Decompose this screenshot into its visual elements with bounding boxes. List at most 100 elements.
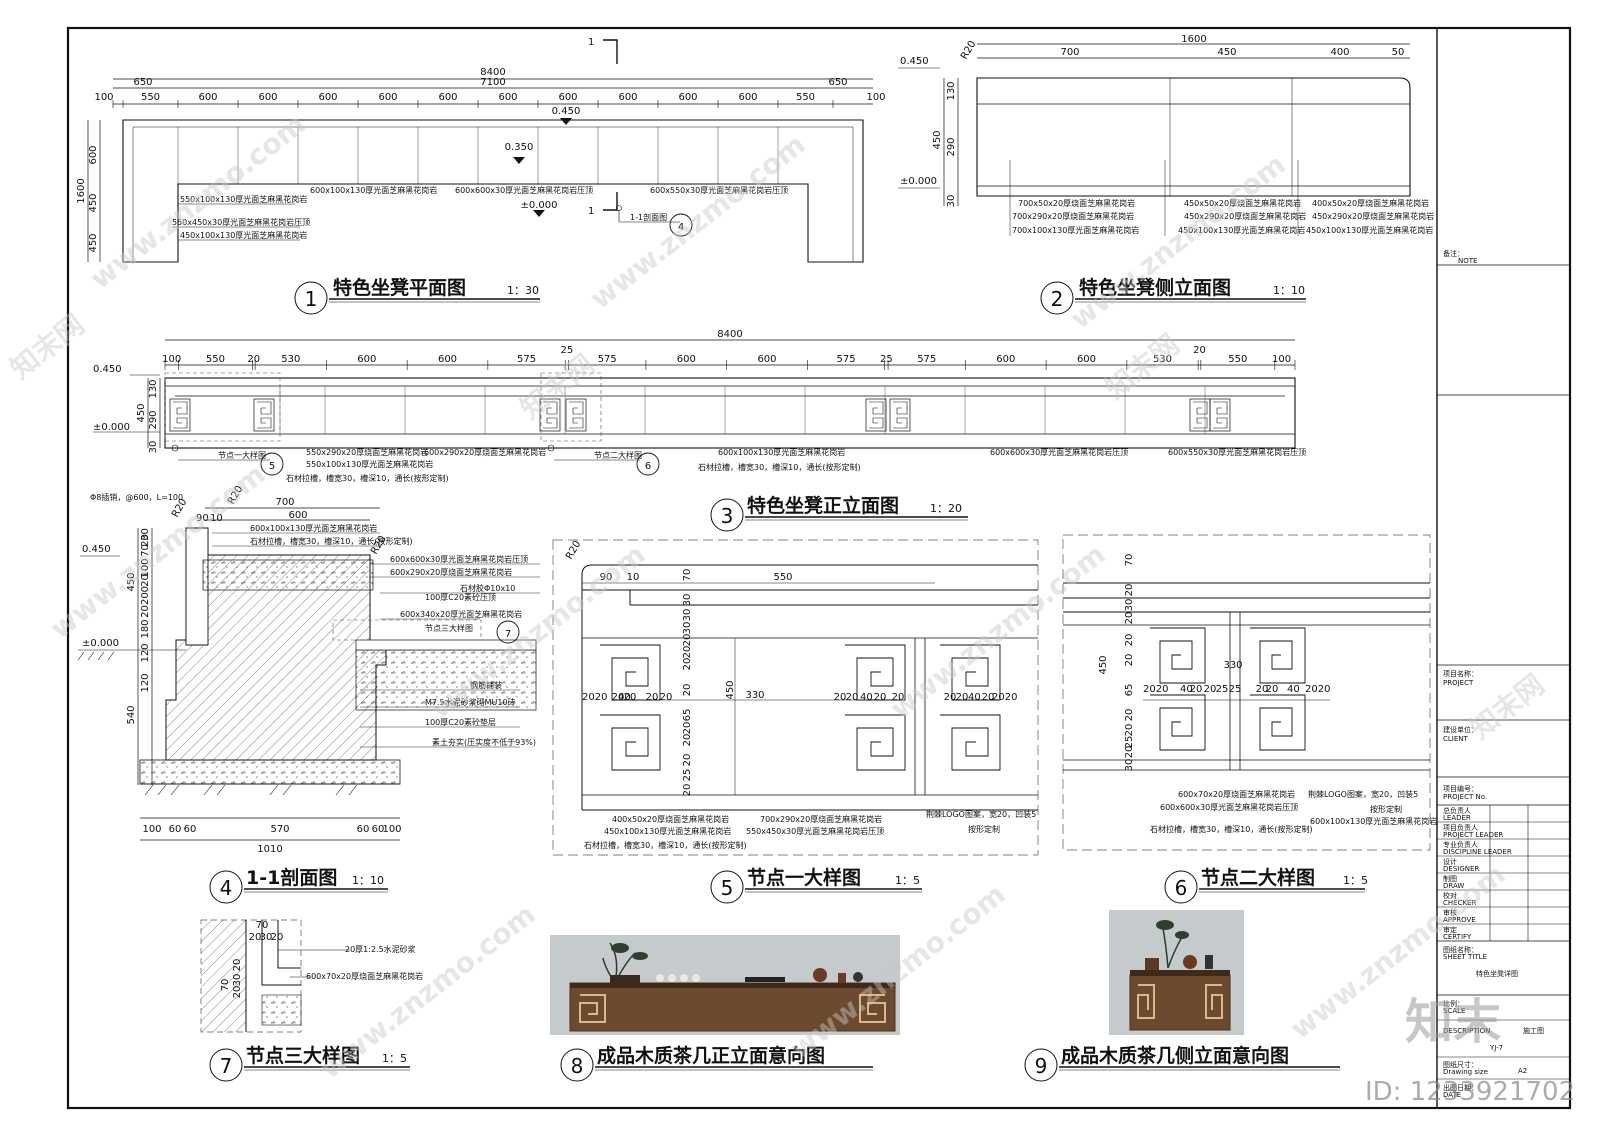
tb-sheettitle: 特色坐凳详图	[1476, 969, 1518, 978]
plan-seg-dim: 550	[796, 92, 815, 103]
d6-title: 节点二大样图	[1201, 866, 1315, 889]
tb-role-en: APPROVE	[1443, 916, 1476, 924]
section-bottom-dim: 100	[142, 824, 161, 835]
d2-num: 2	[1051, 287, 1064, 311]
node2-hdim: 20	[1190, 684, 1203, 695]
node3-label-1: 20厚1:2.5水泥砂浆	[345, 944, 416, 954]
watermark-site-4: 知末网	[1464, 668, 1551, 746]
section-label: 石材拉槽，槽宽30，槽深10，通长(按形定制)	[250, 536, 413, 546]
node2-dim-2020a: 2020	[1143, 684, 1168, 695]
plan-label-6: 600x550x30厚光面芝麻黑花岗岩压顶	[650, 185, 788, 195]
section-dim-90: 90	[196, 513, 209, 524]
front-label-3: 石材拉槽，槽宽30，槽深10，通长(按形定制)	[286, 473, 449, 483]
node1-vdim: 70	[682, 569, 693, 582]
front-level-ground: ±0.000	[93, 422, 130, 433]
node1-label-1: 400x50x20厚烧面芝麻黑花岗岩	[612, 814, 729, 824]
node2-dim-40a: 40	[1180, 684, 1193, 695]
node1-hdim: 20	[874, 692, 887, 703]
node2-label-1: 600x70x20厚烧面芝麻黑花岗岩	[1178, 789, 1295, 799]
plan-seg-dim: 550	[141, 92, 160, 103]
side-label: 450x290x20厚烧面芝麻黑花岗岩	[1184, 211, 1306, 221]
plan-seg-dim: 600	[198, 92, 217, 103]
section-mark-top: 1	[588, 37, 594, 48]
front-seg-dim: 100	[162, 354, 181, 365]
front-dim-left-total: 450	[136, 403, 147, 422]
node1-label-4: 700x290x20厚烧面芝麻黑花岗岩	[760, 814, 882, 824]
front-node1-label: 节点一大样图	[218, 450, 266, 460]
tb-scale-en: SCALE	[1443, 1007, 1465, 1015]
section-bottom-dim: 60	[357, 824, 370, 835]
tb-role-cn: 专业负责人	[1443, 840, 1478, 849]
node1-dim-90: 90	[600, 572, 613, 583]
side-dim-left-1: 130	[946, 81, 957, 100]
d4-title: 1-1剖面图	[246, 866, 337, 889]
node3-dim: 30	[260, 932, 273, 943]
plan-label-1: 550x100x130厚光面芝麻黑花岗岩	[180, 194, 307, 204]
node1-hdim: 20	[612, 692, 625, 703]
plan-dim-end-left: 650	[133, 77, 152, 88]
front-seg-dim: 600	[757, 354, 776, 365]
side-dim-2: 450	[1217, 47, 1236, 58]
front-seg-dim: 530	[281, 354, 300, 365]
section-bottom-total: 1010	[257, 844, 282, 855]
tb-size-en: Drawing size	[1443, 1068, 1488, 1076]
node1-vdim: 20	[682, 634, 693, 647]
front-seg-dim: 600	[677, 354, 696, 365]
front-seg-dim: 550	[206, 354, 225, 365]
node2-hdim: 20	[1204, 684, 1217, 695]
section-label: 600x100x130厚光面芝麻黑花岗岩	[250, 523, 377, 533]
front-seg-dim: 600	[1077, 354, 1096, 365]
side-label: 700x100x130厚光面芝麻黑花岗岩	[1012, 225, 1139, 235]
node3-vdim: 20	[232, 959, 243, 972]
node1-vdim: 20	[682, 734, 693, 747]
side-label: 450x100x130厚光面芝麻黑花岗岩	[1306, 225, 1433, 235]
node1-dim-550: 550	[773, 572, 792, 583]
tb-scale-cn: 比例：	[1443, 999, 1464, 1008]
front-seg-dim: 530	[1153, 354, 1172, 365]
section-node3-num: 7	[505, 629, 511, 640]
section-label: 石材胶Φ10x10	[460, 583, 515, 593]
side-label: 450x100x130厚光面芝麻黑花岗岩	[1178, 225, 1305, 235]
node1-vdim: 20	[682, 646, 693, 659]
node2-dim-450: 450	[1098, 655, 1109, 674]
tb-note-en: NOTE	[1458, 257, 1477, 265]
front-dim-left-3: 30	[148, 441, 159, 454]
node2-vdim: 20	[1124, 584, 1135, 597]
section-left-dim: 100	[140, 558, 151, 577]
tb-client-cn: 建设单位：	[1443, 725, 1478, 734]
plan-dim-left-2: 450	[88, 193, 99, 212]
front-seg-dim: 100	[1272, 354, 1291, 365]
plan-label-5: 600x600x30厚光面芝麻黑花岗岩压顶	[455, 185, 593, 195]
node2-dim-40b: 40	[1287, 684, 1300, 695]
side-label: 450x50x20厚烧面芝麻黑花岗岩	[1184, 198, 1301, 208]
d5-num: 5	[721, 876, 734, 900]
node1-vdim: 30	[682, 609, 693, 622]
node1-vdim: 30	[682, 622, 693, 635]
plan-label-2: 550x450x30厚光面芝麻黑花岗岩压顶	[172, 217, 310, 227]
section-left-dim: 200	[140, 586, 151, 605]
node2-hdim: 25	[1216, 684, 1229, 695]
node3-vdim: 20	[232, 986, 243, 999]
plan-dim-inner: 7100	[480, 77, 505, 88]
node1-dim-40a: 40	[618, 692, 631, 703]
d2-scale: 1：10	[1273, 284, 1305, 297]
plan-seg-dim: 600	[258, 92, 277, 103]
front-seg-dim: 25	[880, 354, 893, 365]
section-top-note: Φ8插销，@600，L=100	[90, 492, 183, 502]
section-bottom-dim: 570	[270, 824, 289, 835]
d9-title: 成品木质茶几侧立面意向图	[1061, 1044, 1289, 1067]
plan-section-ref-num: 4	[678, 222, 684, 233]
tb-role-cn: 总负责人	[1443, 806, 1471, 815]
node3-dim-top: 70	[256, 920, 269, 931]
d7-num: 7	[220, 1054, 233, 1078]
plan-seg-dim: 600	[738, 92, 757, 103]
node2-vdim: 20	[1124, 634, 1135, 647]
tb-date-cn: 出图日期：	[1443, 1083, 1478, 1092]
section-label: 100厚C20素砼压顶	[425, 592, 496, 602]
d1-scale: 1：30	[507, 284, 539, 297]
tb-role-cn: 校对	[1443, 891, 1457, 900]
d3-title: 特色坐凳正立面图	[747, 494, 899, 517]
